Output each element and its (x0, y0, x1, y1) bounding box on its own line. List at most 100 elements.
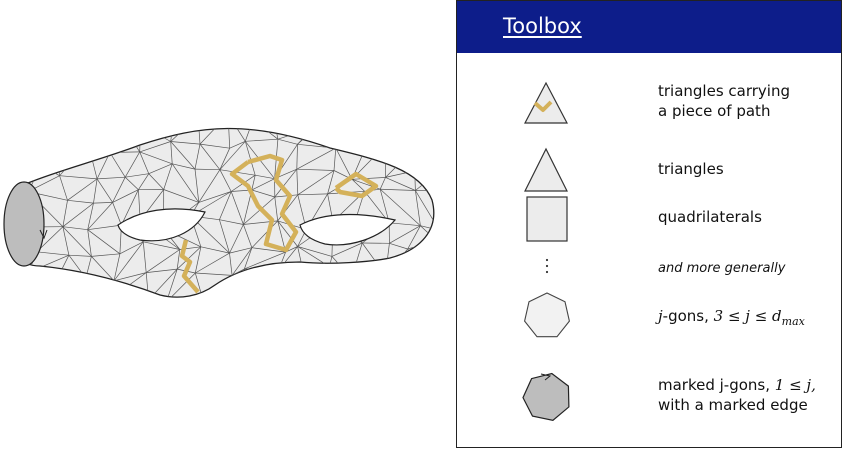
mesh-edge (420, 240, 434, 269)
mesh-edge (124, 176, 139, 190)
mesh-edge (244, 251, 286, 270)
mesh-edge (296, 168, 335, 171)
mesh-edge (138, 173, 150, 190)
mesh-edge (335, 142, 368, 149)
mesh-edge (28, 272, 31, 298)
mesh-edge (333, 148, 337, 171)
mesh-edge (7, 272, 29, 293)
mesh-edge (407, 225, 421, 250)
mesh-edge (119, 119, 140, 125)
mesh-edge (174, 113, 198, 116)
toolbox-panel: Toolbox triangles carrying a piece of pa… (456, 0, 842, 448)
mesh-edge (329, 266, 356, 298)
mesh-edge (367, 142, 386, 146)
mesh-edge (170, 141, 201, 145)
mesh-edge (141, 113, 175, 124)
mesh-edge (87, 229, 121, 255)
mesh-edge (296, 169, 299, 195)
mesh-edge (198, 115, 228, 116)
mesh-edge (29, 128, 58, 151)
boundary-disk (3, 181, 45, 267)
mesh-edge (113, 272, 147, 282)
mesh-edge (379, 177, 386, 190)
mesh-edge (113, 241, 144, 282)
row-label-j-gons: j-gons, 3 ≤ j ≤ dmax (658, 307, 805, 328)
mesh-edge (69, 277, 87, 293)
mesh-edge (253, 113, 273, 120)
mesh-edge (121, 189, 139, 226)
mesh-edge (277, 220, 286, 253)
mesh-edge (87, 203, 94, 230)
mesh-edge (57, 276, 71, 293)
mesh-edge (243, 196, 276, 225)
mesh-edge (326, 115, 368, 119)
mesh-edge (385, 145, 413, 152)
mesh-edge (163, 189, 199, 203)
mesh-edge (59, 175, 98, 180)
mesh-edge (227, 128, 246, 142)
mesh-edge (195, 272, 233, 276)
mesh-edge (325, 128, 337, 149)
mesh-edge (420, 225, 434, 231)
mesh-edge (219, 148, 231, 170)
mesh-edge (83, 119, 119, 127)
row-label-and-more-generally: and more generally (658, 261, 786, 276)
mesh-edge (140, 128, 171, 142)
mesh-edge (245, 138, 278, 142)
mesh-edge (273, 113, 314, 128)
mesh-edge (57, 128, 64, 151)
mesh-edge (139, 151, 173, 165)
mesh-edge (96, 178, 113, 203)
mesh-edge (200, 246, 230, 254)
mesh-edge (57, 142, 89, 151)
mesh-edge (113, 253, 121, 281)
mesh-edge (62, 226, 88, 231)
mesh-edge (82, 128, 89, 144)
mesh-edge (194, 272, 206, 298)
mesh-edge (170, 128, 175, 142)
mesh-edge (389, 225, 421, 244)
mesh-edge (219, 191, 232, 220)
mesh-edge (194, 144, 201, 170)
mesh-edge (244, 141, 256, 176)
mesh-edge (62, 200, 68, 227)
mesh-edge (113, 280, 116, 296)
mesh-edge (112, 202, 122, 226)
mesh-edge (385, 117, 416, 121)
mesh-edge (270, 270, 279, 296)
mesh-edge (297, 170, 335, 196)
mesh-edge (7, 274, 19, 293)
mesh-edge (93, 178, 98, 204)
mesh-edge (325, 128, 368, 144)
mesh-edge (278, 269, 304, 275)
mesh-edge (298, 274, 305, 298)
mesh-edge (329, 266, 335, 298)
mesh-edge (139, 141, 171, 153)
mesh-edge (29, 276, 59, 298)
mesh-edge (40, 149, 58, 166)
mesh-edge (384, 128, 413, 152)
mesh-edge (351, 274, 386, 279)
mesh-edge (58, 276, 86, 279)
mesh-edge (8, 128, 11, 142)
mesh-edge (351, 179, 365, 192)
mesh-edge (274, 196, 279, 221)
mesh-edge (271, 274, 305, 296)
left-hole (117, 208, 206, 242)
mesh-edge (87, 229, 92, 257)
polygon-icon (524, 292, 570, 338)
mesh-edge (229, 224, 244, 254)
mesh-edge (272, 128, 279, 140)
mesh-edge (219, 141, 246, 170)
mesh-edge (198, 191, 232, 203)
mesh-edge (411, 128, 417, 152)
toolbox-header: Toolbox (457, 1, 841, 53)
mesh-edge (385, 177, 416, 191)
right-hole (299, 213, 397, 246)
mesh-edge (331, 242, 363, 257)
mesh-edge (37, 142, 42, 166)
mesh-edge (351, 277, 384, 295)
path-loop (334, 171, 379, 199)
mesh-edge (96, 152, 111, 180)
row-label-triangles-with-path: triangles carrying a piece of path (658, 82, 790, 120)
